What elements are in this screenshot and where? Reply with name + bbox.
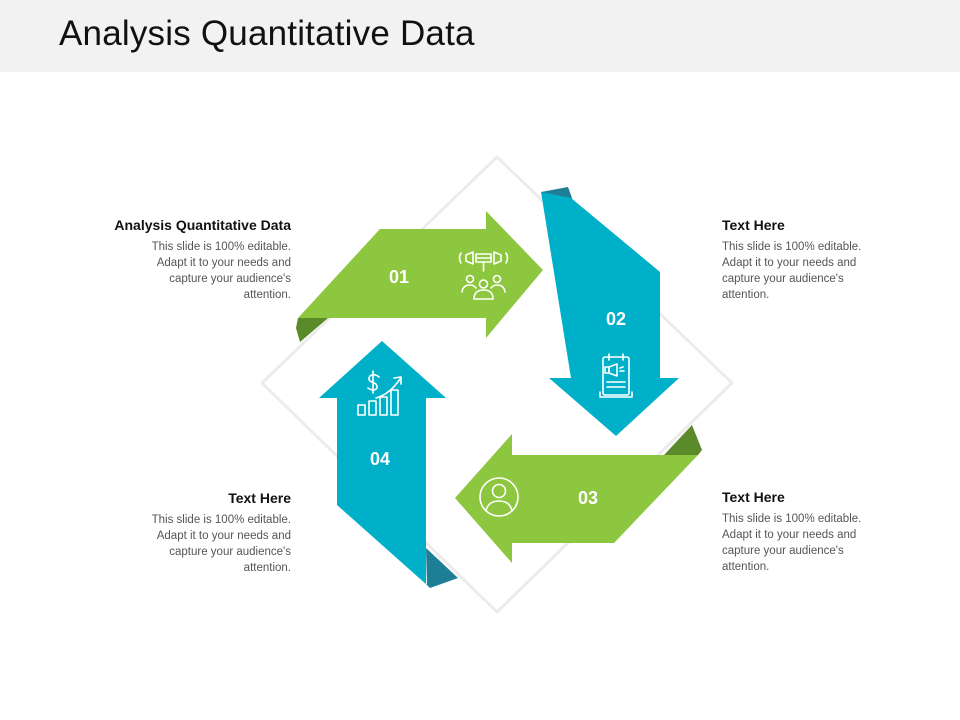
arrow-04-fold [426, 548, 458, 588]
megaphone-document-icon [599, 353, 633, 398]
step-03-text: Text Here This slide is 100% editable. A… [722, 489, 942, 575]
arrow-01-body [298, 211, 543, 338]
step-02-text: Text Here This slide is 100% editable. A… [722, 217, 942, 303]
title-bar: Analysis Quantitative Data [0, 0, 960, 72]
step-02-heading: Text Here [722, 217, 785, 233]
step-03-heading: Text Here [722, 489, 785, 505]
step-number-01: 01 [389, 267, 409, 287]
user-icon [479, 477, 519, 517]
arrow-step-01: 01 [296, 211, 543, 342]
arrow-04-body [319, 341, 446, 585]
step-04-heading: Text Here [228, 490, 291, 506]
step-02-body: This slide is 100% editable. Adapt it to… [722, 241, 862, 301]
step-01-heading: Analysis Quantitative Data [114, 217, 291, 233]
arrow-step-04: 04 [319, 341, 458, 588]
step-number-02: 02 [606, 309, 626, 329]
arrow-step-03: 03 [455, 425, 702, 563]
step-number-03: 03 [578, 488, 598, 508]
arrow-step-02: 02 [541, 187, 679, 436]
arrow-03-body [455, 434, 698, 563]
step-04-text: Text Here This slide is 100% editable. A… [71, 490, 291, 576]
step-number-04: 04 [370, 449, 390, 469]
dollar-growth-chart-icon [357, 370, 402, 416]
broadcast-people-icon [458, 251, 509, 300]
arrow-02-body [541, 192, 679, 436]
step-01-body: This slide is 100% editable. Adapt it to… [151, 241, 291, 301]
step-04-body: This slide is 100% editable. Adapt it to… [151, 514, 291, 574]
step-01-text: Analysis Quantitative Data This slide is… [71, 217, 291, 303]
step-03-body: This slide is 100% editable. Adapt it to… [722, 513, 862, 573]
arrow-03-fold [664, 425, 702, 455]
page-title: Analysis Quantitative Data [59, 14, 475, 53]
arrow-01-fold [296, 318, 328, 342]
